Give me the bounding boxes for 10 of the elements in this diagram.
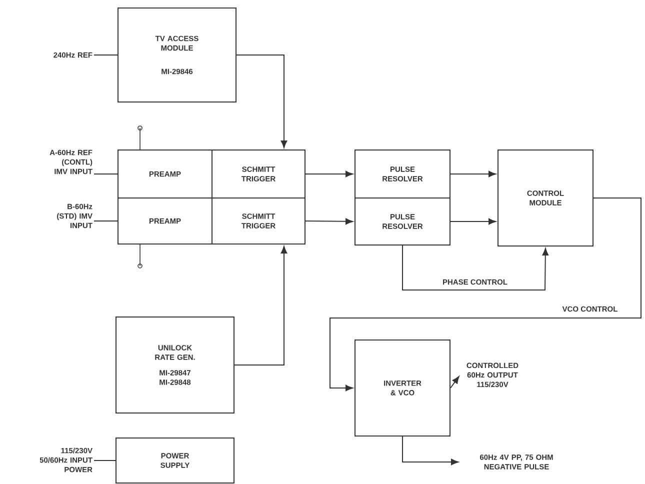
arrow <box>450 170 496 178</box>
arrow <box>236 54 288 148</box>
arrow <box>450 218 496 225</box>
arrow <box>450 376 460 388</box>
arrow <box>402 436 458 466</box>
arrow <box>305 218 353 225</box>
arrow <box>305 170 353 178</box>
arrow <box>402 245 549 290</box>
arrow <box>330 198 642 392</box>
arrow <box>234 246 288 366</box>
